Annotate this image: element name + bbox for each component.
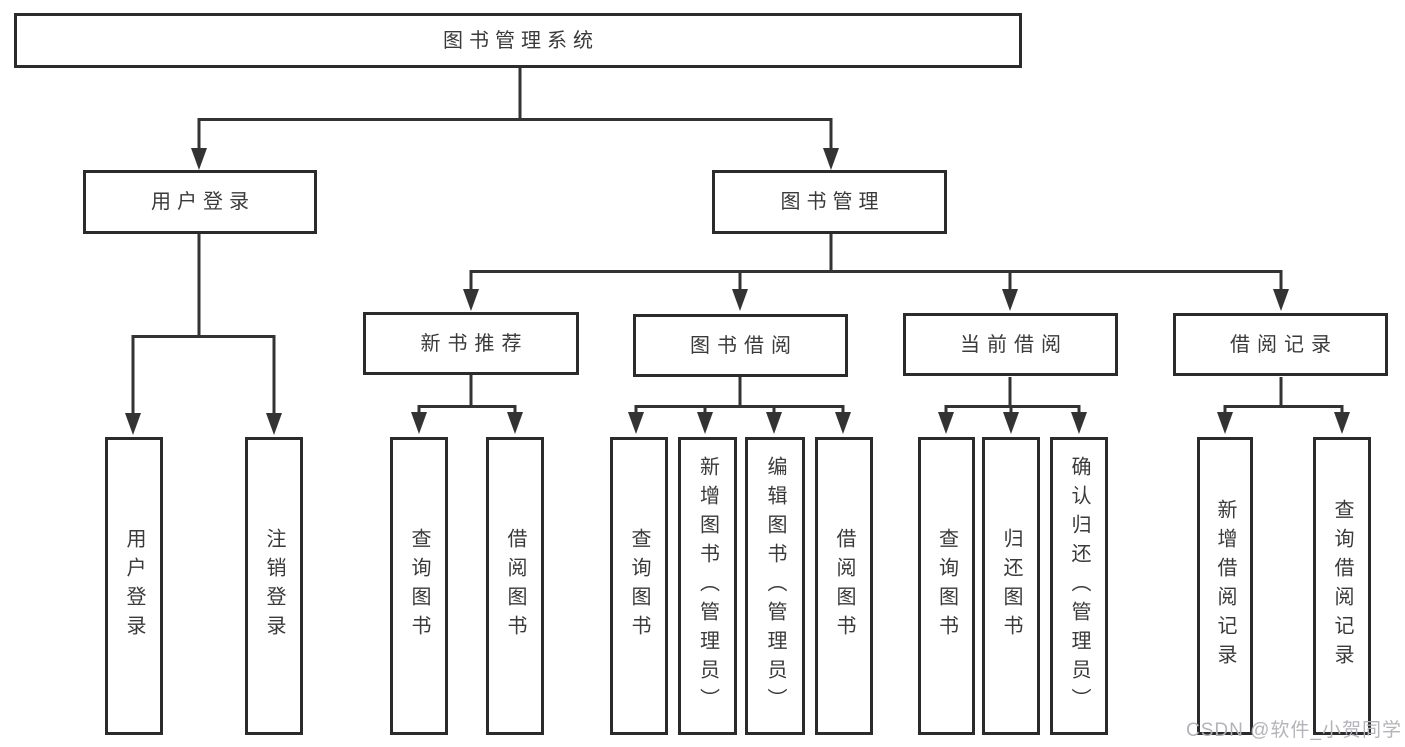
- leaf-query-books-current-label: 查询图书: [935, 528, 958, 644]
- leaf-borrow-books-recommend: 借阅图书: [486, 437, 544, 735]
- leaf-query-books-borrowing-label: 查询图书: [628, 528, 650, 644]
- leaf-query-books-current: 查询图书: [918, 437, 975, 735]
- leaf-borrow-books-recommend-label: 借阅图书: [504, 528, 526, 644]
- leaf-user-login-label: 用户登录: [123, 528, 145, 644]
- leaf-logout: 注销登录: [245, 437, 303, 735]
- node-book-management-label: 图书管理: [780, 191, 885, 213]
- leaf-add-books-admin: 新增图书（管理员）: [678, 437, 737, 735]
- leaf-return-books: 归还图书: [982, 437, 1040, 735]
- node-new-book-recommend-label: 新书推荐: [420, 332, 529, 355]
- node-root-label: 图书管理系统: [443, 29, 599, 52]
- leaf-query-books-borrowing: 查询图书: [610, 437, 668, 735]
- leaf-borrow-books-label: 借阅图书: [833, 528, 855, 644]
- leaf-query-borrow-record-label: 查询借阅记录: [1331, 499, 1353, 673]
- node-book-management: 图书管理: [712, 170, 947, 234]
- leaf-confirm-return-admin: 确认归还（管理员）: [1050, 437, 1108, 735]
- leaf-confirm-return-admin-label: 确认归还（管理员）: [1068, 455, 1090, 717]
- node-root: 图书管理系统: [14, 13, 1022, 68]
- arrowheads: [125, 148, 1350, 435]
- node-book-borrowing: 图书借阅: [633, 314, 848, 377]
- node-borrowing-records-label: 借阅记录: [1230, 333, 1338, 356]
- leaf-add-borrow-record-label: 新增借阅记录: [1214, 499, 1236, 673]
- leaf-edit-books-admin-label: 编辑图书（管理员）: [764, 455, 786, 717]
- leaf-query-books-recommend: 查询图书: [390, 437, 448, 735]
- node-new-book-recommend: 新书推荐: [363, 312, 579, 375]
- node-user-login: 用户登录: [83, 170, 317, 234]
- node-borrowing-records: 借阅记录: [1173, 313, 1388, 376]
- leaf-user-login: 用户登录: [105, 437, 163, 735]
- node-current-borrowing: 当前借阅: [903, 313, 1118, 376]
- leaf-logout-label: 注销登录: [263, 528, 285, 644]
- node-book-borrowing-label: 图书借阅: [690, 334, 798, 357]
- leaf-query-books-recommend-label: 查询图书: [408, 528, 430, 644]
- leaf-add-borrow-record: 新增借阅记录: [1197, 437, 1253, 735]
- node-user-login-label: 用户登录: [151, 191, 255, 213]
- leaf-return-books-label: 归还图书: [1000, 528, 1022, 644]
- leaf-edit-books-admin: 编辑图书（管理员）: [745, 437, 805, 735]
- leaf-query-borrow-record: 查询借阅记录: [1313, 437, 1371, 735]
- node-current-borrowing-label: 当前借阅: [960, 333, 1068, 356]
- watermark: CSDN @软件_小贺同学: [1186, 720, 1402, 741]
- leaf-borrow-books: 借阅图书: [815, 437, 873, 735]
- tree-edges: [131, 68, 1344, 417]
- leaf-add-books-admin-label: 新增图书（管理员）: [696, 455, 719, 717]
